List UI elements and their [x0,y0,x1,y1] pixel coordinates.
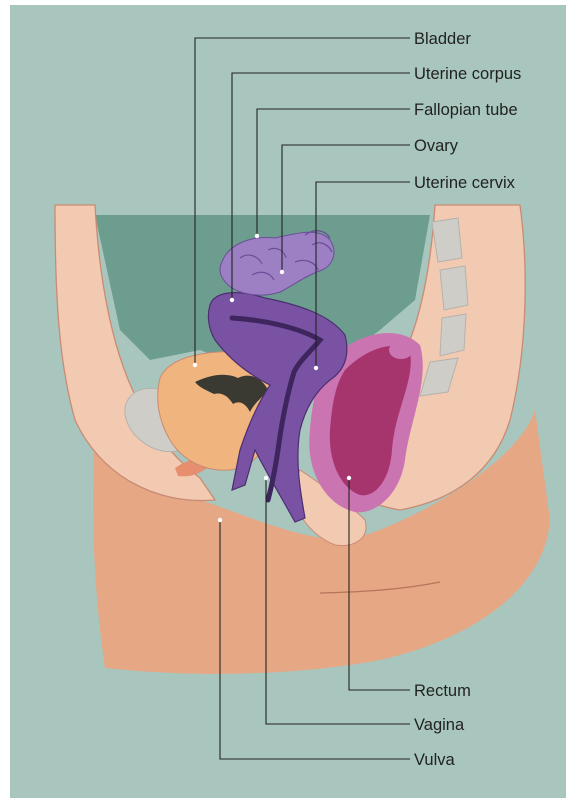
dot-bladder [193,363,197,367]
dot-fallopian-tube [255,234,259,238]
dot-uterine-corpus [230,298,234,302]
label-uterine-corpus: Uterine corpus [414,65,521,83]
label-fallopian-tube: Fallopian tube [414,101,518,119]
label-uterine-cervix: Uterine cervix [414,174,516,192]
sacrum-vertebra-3 [440,314,466,356]
label-vagina: Vagina [414,716,465,734]
dot-rectum [347,476,351,480]
dot-uterine-cervix [314,366,318,370]
label-bladder: Bladder [414,30,471,48]
dot-ovary [280,270,284,274]
rectum-lumen [389,341,413,359]
dot-vagina [264,476,268,480]
label-ovary: Ovary [414,137,459,155]
label-vulva: Vulva [414,751,455,769]
sacrum-vertebra-2 [440,266,468,310]
dot-vulva [218,518,222,522]
label-rectum: Rectum [414,682,471,700]
